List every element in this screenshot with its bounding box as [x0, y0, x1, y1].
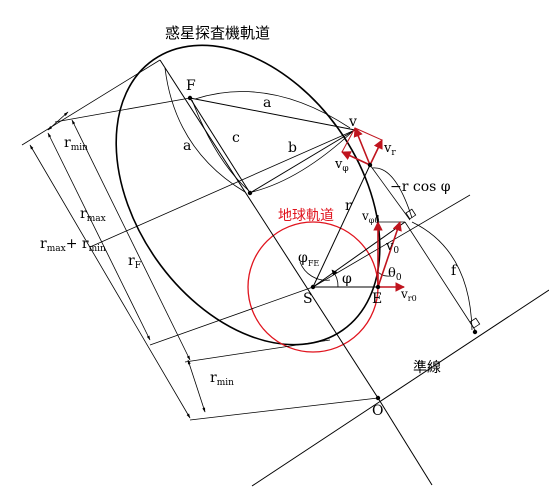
- label-theta0: θ0: [388, 266, 402, 283]
- segment-F-to-v: [189, 97, 356, 131]
- dim-rmax: [47, 132, 151, 341]
- label-rF: rF: [128, 253, 141, 271]
- label-F: F: [186, 78, 196, 94]
- point-f: [472, 329, 478, 335]
- angle-phiFE-arc: [299, 261, 331, 281]
- ref-line-O: [189, 397, 379, 421]
- major-axis-line: [159, 59, 379, 399]
- label-f: f: [451, 263, 458, 279]
- label-minus-rcos: −r cos φ: [390, 179, 451, 195]
- dim-rF: [71, 119, 191, 361]
- label-vphi0: vφ0: [361, 209, 379, 225]
- label-E: E: [372, 291, 382, 307]
- ref-line-rmin-top: [54, 97, 191, 123]
- arc-f: [411, 221, 473, 331]
- label-phi: φ: [342, 271, 352, 287]
- velocity-vr: [369, 139, 383, 166]
- directrix-label: 準線: [413, 360, 441, 376]
- label-v-top: v: [348, 114, 357, 130]
- point-F: [187, 95, 193, 101]
- label-sum: rmax+ rmin: [40, 236, 106, 254]
- point-E: [375, 284, 381, 290]
- segment-F-to-minor: [189, 97, 251, 194]
- label-r: r: [345, 198, 352, 214]
- segment-minor-to-v: [249, 129, 356, 194]
- segment-S-to-v: [312, 164, 371, 288]
- label-O: O: [372, 403, 383, 419]
- label-rmax: rmax: [80, 206, 106, 224]
- arc-a-top: [194, 91, 351, 129]
- velocity-v0: [377, 221, 402, 288]
- label-vr: vr: [383, 141, 396, 158]
- point-minor: [247, 190, 253, 196]
- label-rmin-top: rmin: [64, 135, 88, 153]
- arc-b: [251, 131, 353, 193]
- velocity-vphi: [341, 151, 371, 166]
- directrix-line: [251, 289, 549, 487]
- arc-c: [191, 99, 249, 191]
- ref-line-S: [149, 286, 314, 346]
- point-v: [367, 162, 373, 168]
- label-S: S: [303, 291, 313, 307]
- arc-rcos: [371, 167, 413, 219]
- title-label: 惑星探査機軌道: [165, 24, 270, 42]
- axis-extension: [377, 397, 433, 486]
- ref-line-peri: [184, 339, 331, 363]
- right-angle-marker-2: [469, 317, 481, 329]
- ref-line-center: [89, 129, 356, 248]
- label-vphi: vφ: [334, 157, 349, 174]
- velocity-box-1: [354, 127, 383, 141]
- label-vr0: vr0: [400, 287, 417, 303]
- velocity-box-2: [341, 127, 356, 153]
- right-angle-marker-1: [405, 208, 417, 220]
- earth-orbit-label: 地球軌道: [278, 208, 334, 224]
- label-rmin-bottom: rmin: [210, 370, 234, 388]
- label-phiFE: φFE: [298, 250, 319, 268]
- point-S: [310, 284, 316, 290]
- ref-line-top: [21, 59, 161, 146]
- segment-S-to-V0: [312, 221, 406, 288]
- point-O: [375, 395, 381, 401]
- velocity-v: [353, 127, 371, 166]
- label-b: b: [288, 140, 297, 156]
- ref-line-S-ext: [312, 194, 471, 288]
- label-c: c: [232, 130, 240, 146]
- dim-rmin-bottom: [187, 359, 206, 413]
- label-a-left: a: [183, 138, 191, 154]
- angle-phi-arc: [331, 269, 339, 288]
- label-a-top: a: [263, 95, 271, 111]
- dim-sum: [29, 144, 191, 419]
- dim-rmin-top: [47, 111, 69, 131]
- arc-a-left: [164, 67, 246, 193]
- line-rcos-upper: [404, 221, 476, 331]
- line-r-to-rcos: [369, 164, 411, 221]
- label-v0: v0: [385, 239, 399, 256]
